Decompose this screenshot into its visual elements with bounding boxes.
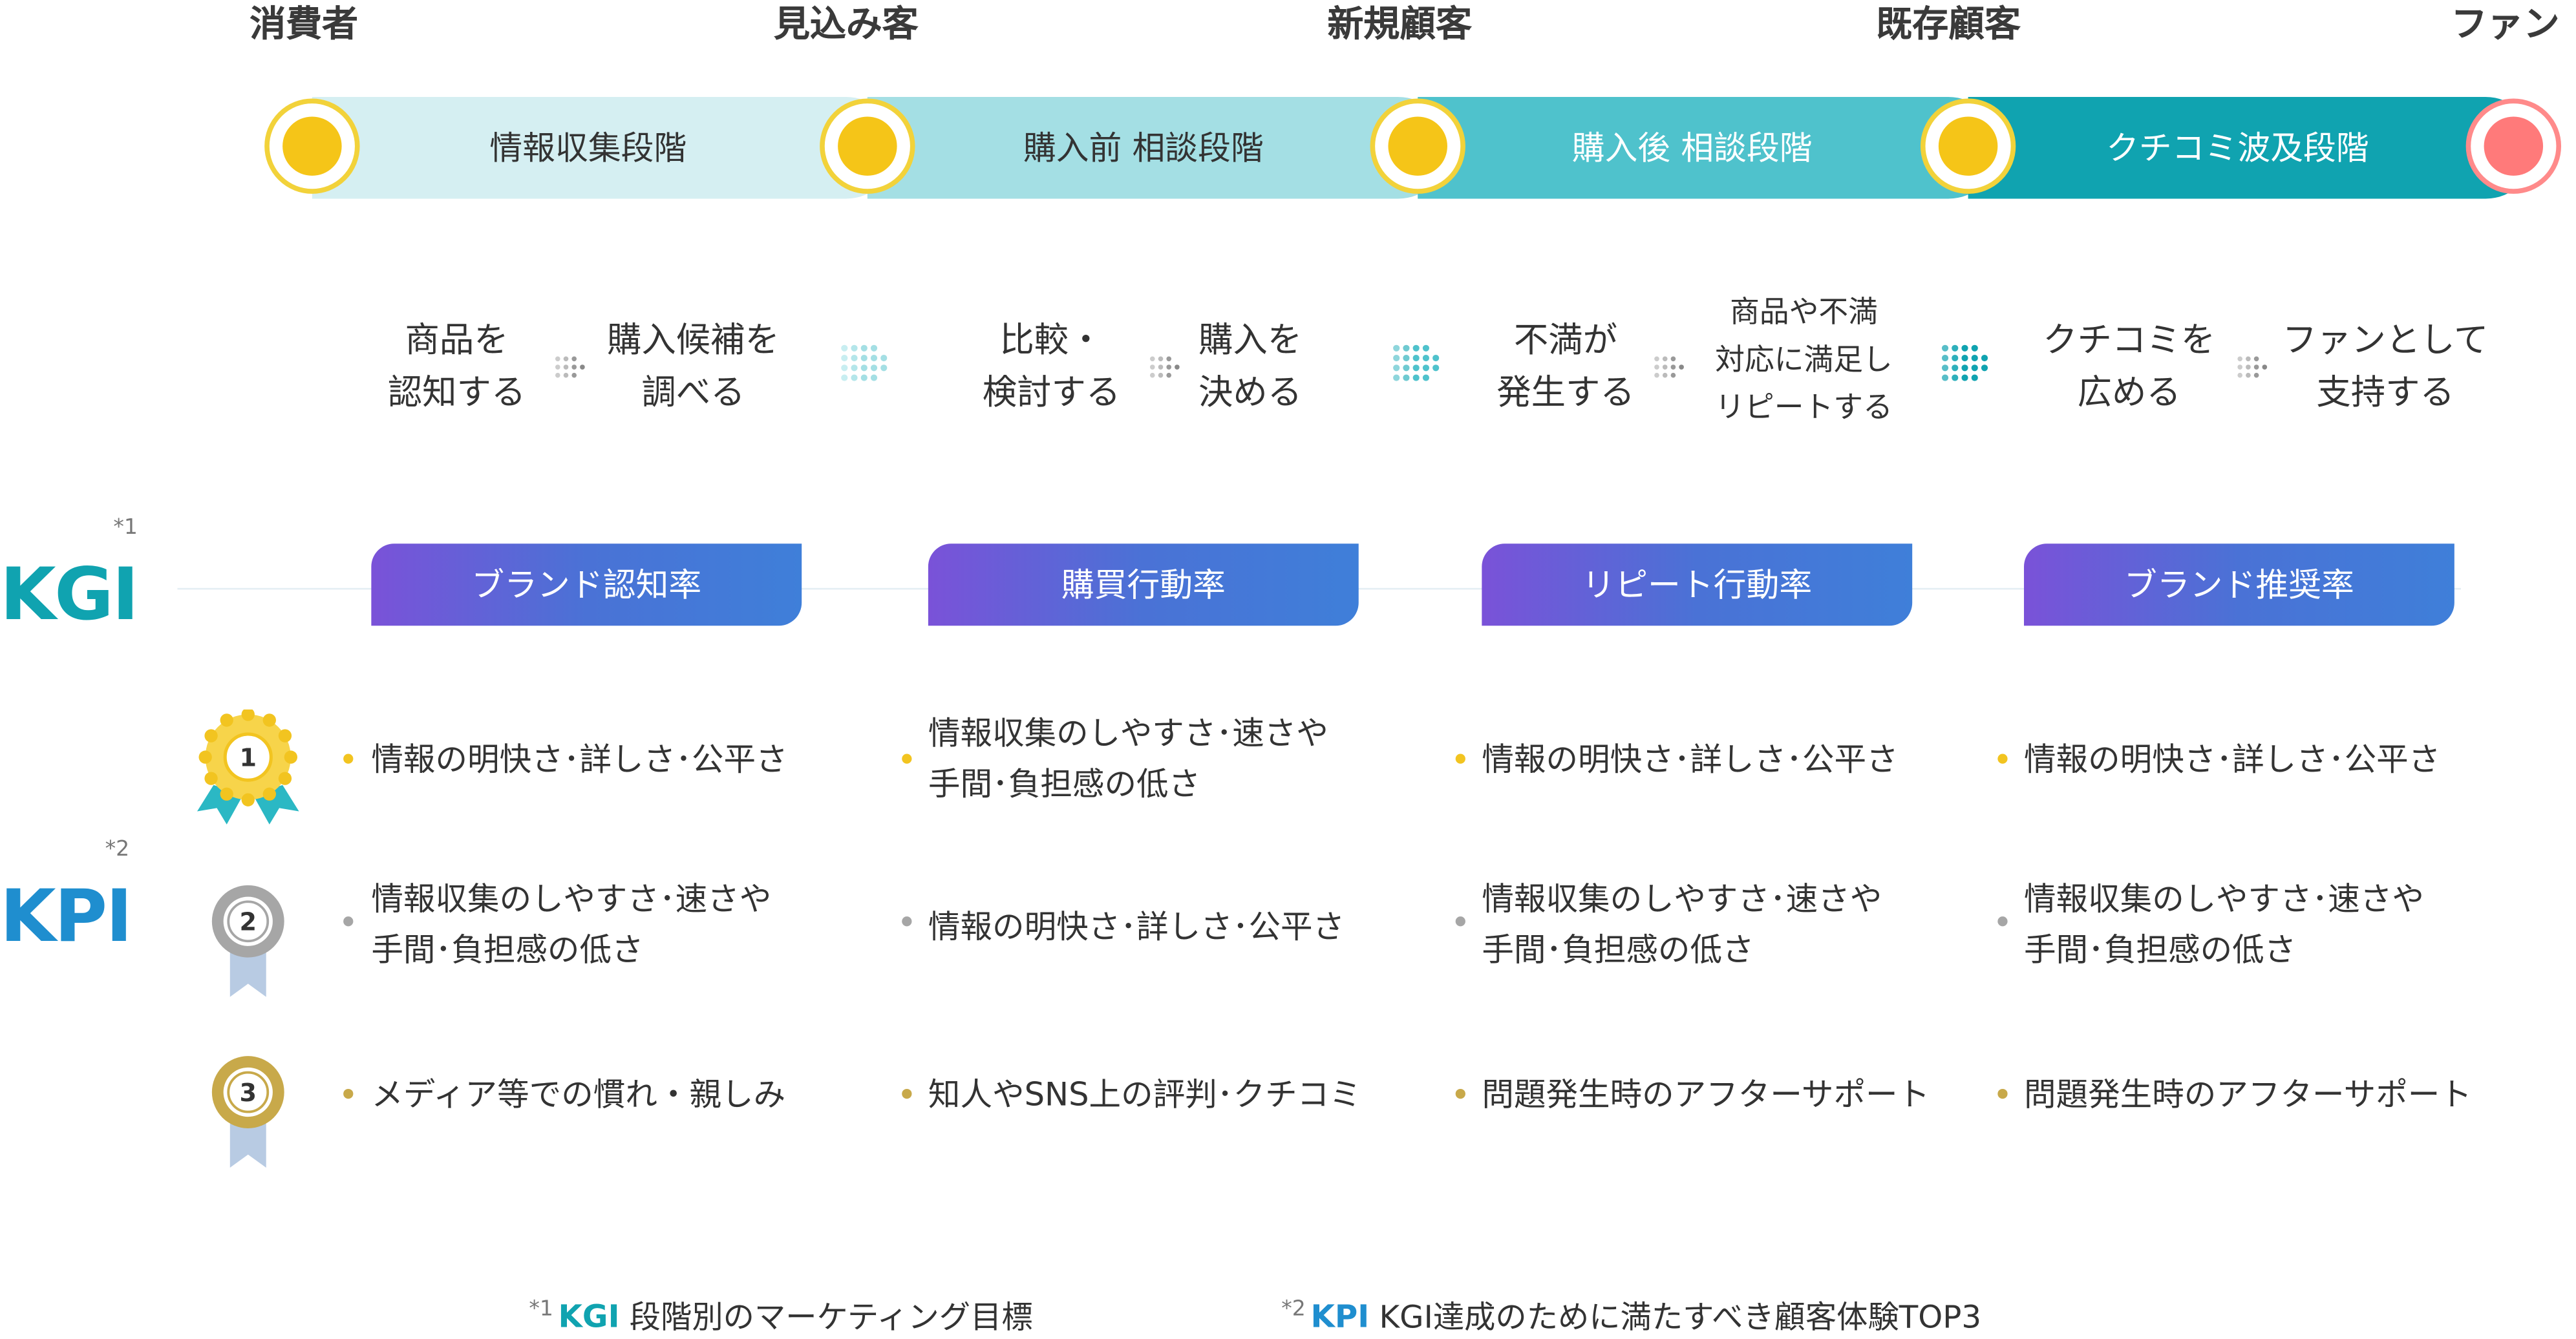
kpi-3-col-3: 問題発生時のアフターサポート: [1482, 1075, 1930, 1114]
action-recognize: 商品を認知する: [387, 320, 526, 412]
kgi-brand-awareness: ブランド認知率: [371, 543, 802, 626]
stage-node-fan: [2465, 98, 2562, 194]
kgi-recommend-rate: ブランド推奨率: [2024, 543, 2454, 626]
kpi-label: KPI: [0, 875, 133, 960]
stage-fan: ファン: [2451, 5, 2560, 47]
kpi-1-col-4: 情報の明快さ･詳しさ･公平さ: [2024, 741, 2441, 779]
kpi-2-col-2: 情報の明快さ･詳しさ･公平さ: [928, 908, 1345, 946]
dot-grid-arrow-icon: [2237, 356, 2268, 378]
stage-node-consumer: [264, 98, 360, 194]
medal-rank-2: 2: [239, 908, 257, 936]
medal-silver-icon: 2: [211, 885, 284, 997]
dot-grid-arrow-icon: [1654, 356, 1684, 378]
action-compare: 比較・検討する: [982, 320, 1121, 412]
kpi-2-col-1: 情報収集のしやすさ･速さや手間･負担感の低さ: [371, 880, 772, 969]
action-spread: クチコミを広める: [2043, 320, 2216, 412]
kpi-3-col-1: メディア等での慣れ・親しみ: [371, 1075, 786, 1114]
kgi-note-mark: *1: [113, 515, 138, 541]
stage-node-existing-customer: [1920, 98, 2016, 194]
kpi-3-col-4: 問題発生時のアフターサポート: [2024, 1075, 2472, 1114]
action-dissatisfied: 不満が発生する: [1496, 320, 1635, 412]
kpi-1-col-2: 情報収集のしやすさ･速さや手間･負担感の低さ: [928, 714, 1328, 803]
action-decide: 購入を決める: [1198, 320, 1303, 412]
kpi-2-col-3: 情報収集のしやすさ･速さや手間･負担感の低さ: [1482, 880, 1882, 969]
phase-label-post-purchase: 購入後 相談段階: [1571, 128, 1813, 168]
phase-label-pre-purchase: 購入前 相談段階: [1023, 128, 1264, 168]
phase-band-1: [312, 96, 896, 199]
phase-band-2: [867, 96, 1447, 199]
phase-label-word-of-mouth: クチコミ波及段階: [2106, 128, 2369, 168]
kgi-repeat-rate: リピート行動率: [1482, 543, 1913, 626]
stage-node-new-customer: [1370, 98, 1465, 194]
stage-existing-customer: 既存顧客: [1876, 5, 2021, 47]
dot-grid-arrow-icon: [555, 356, 585, 378]
kpi-1-col-3: 情報の明快さ･詳しさ･公平さ: [1482, 741, 1899, 779]
kpi-3-col-2: 知人やSNS上の評判･クチコミ: [928, 1075, 1361, 1114]
dot-grid-arrow-icon: [1941, 344, 1988, 381]
medal-bronze-icon: 3: [211, 1056, 284, 1168]
phase-label-info-gathering: 情報収集段階: [489, 128, 687, 168]
medal-rank-3: 3: [239, 1079, 257, 1107]
stage-new-customer: 新規顧客: [1327, 5, 1473, 47]
kpi-2-col-4: 情報収集のしやすさ･速さや手間･負担感の低さ: [2024, 880, 2424, 969]
kpi-1-col-1: 情報の明快さ･詳しさ･公平さ: [371, 741, 788, 779]
kpi-note-mark: *2: [105, 838, 130, 863]
phase-band-3: [1418, 96, 1998, 199]
stage-prospect: 見込み客: [773, 5, 919, 47]
medal-gold-icon: 1: [197, 709, 299, 825]
action-repeat: 商品や不満対応に満足しリピートする: [1715, 295, 1893, 426]
dot-grid-arrow-icon: [1149, 356, 1180, 378]
stage-node-prospect: [820, 98, 915, 194]
medal-rank-1: 1: [239, 744, 257, 772]
dot-grid-arrow-icon: [841, 344, 888, 381]
action-support: ファンとして支持する: [2282, 320, 2489, 412]
kgi-purchase-rate: 購買行動率: [928, 543, 1359, 626]
stage-consumer: 消費者: [250, 5, 359, 47]
phase-band-4: [1968, 96, 2535, 199]
action-research: 購入候補を調べる: [607, 320, 780, 412]
dot-grid-arrow-icon: [1393, 344, 1440, 381]
kgi-label: KGI: [0, 553, 139, 638]
